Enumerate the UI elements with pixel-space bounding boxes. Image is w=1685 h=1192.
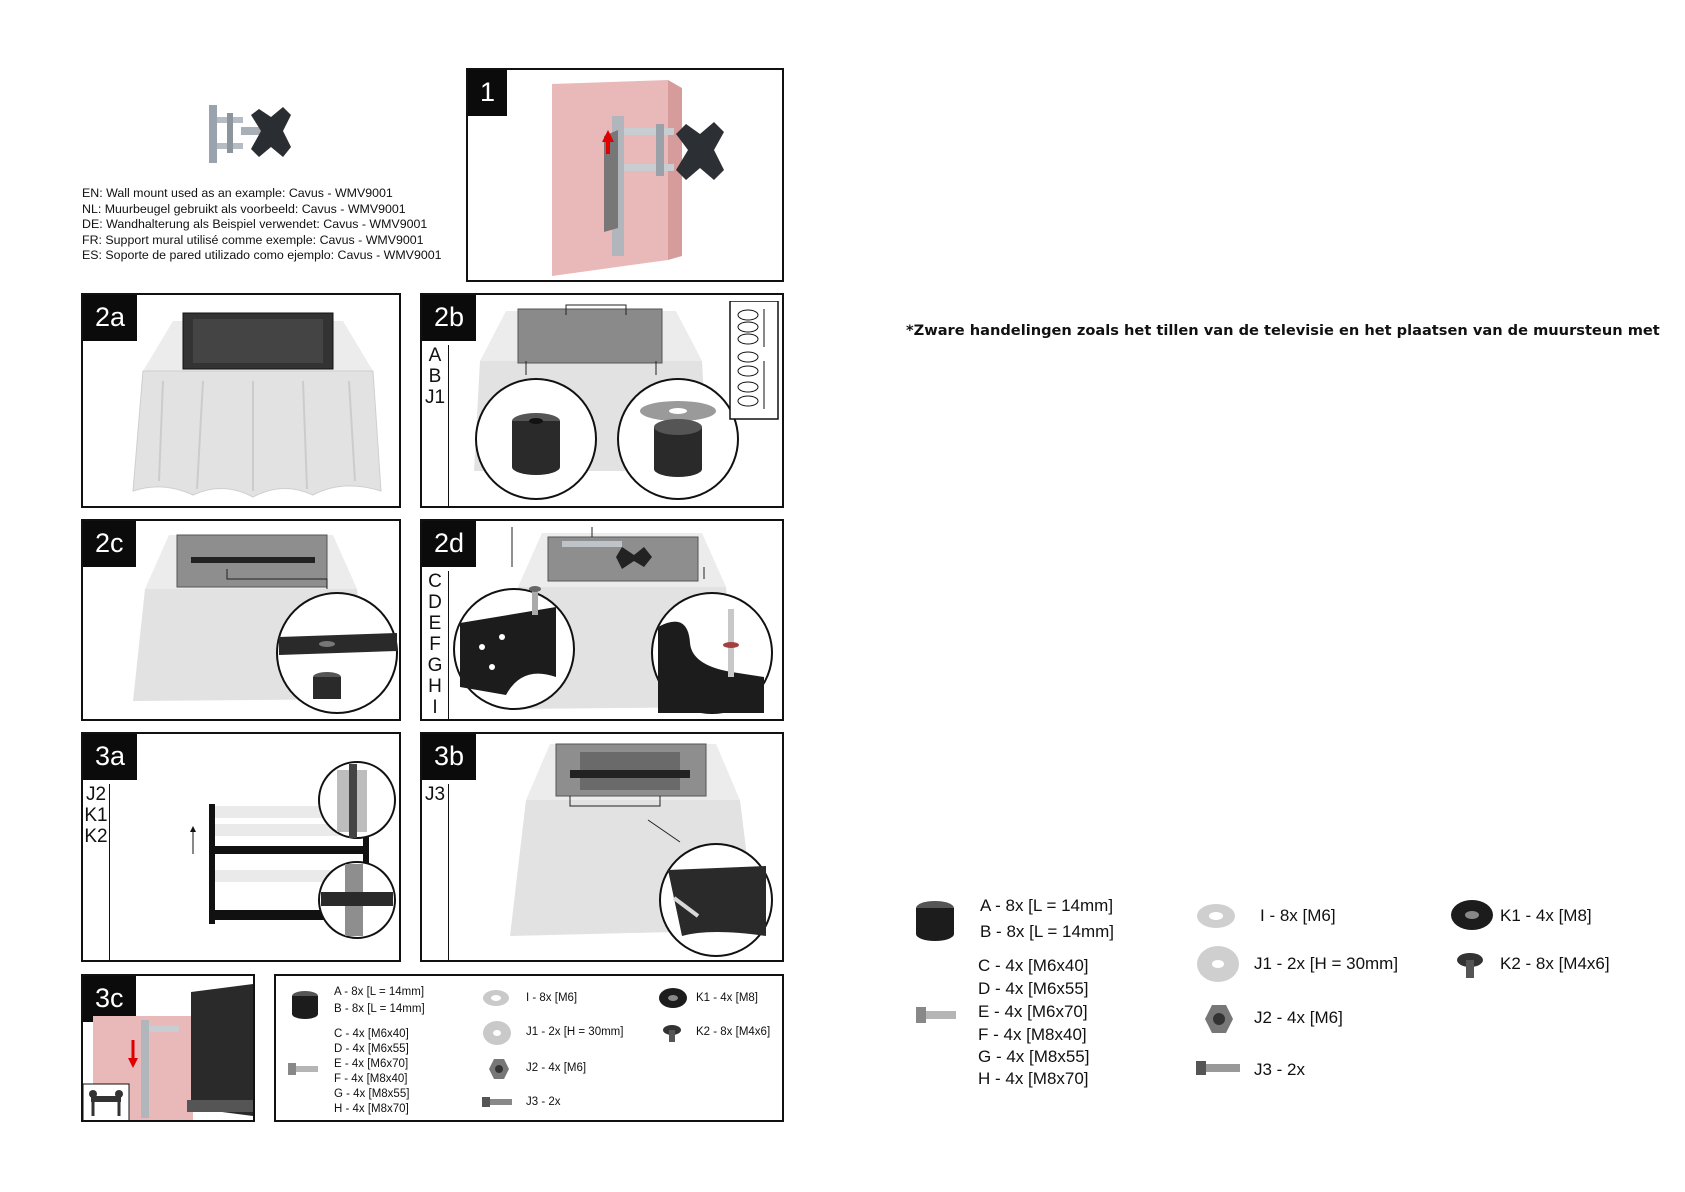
step-2a-badge: 2a [83,295,138,341]
part-d-label: D - 4x [M6x55] [334,1043,409,1055]
part-j1-label: J1 - 2x [H = 30mm] [526,1026,624,1038]
step-2b-panel: 2b A B J1 [420,293,784,508]
screw-icon [482,1097,512,1107]
step-3b-parts-list: J3 [422,784,449,960]
parts-list-small: A - 8x [L = 14mm] B - 8x [L = 14mm] C - … [274,974,784,1122]
part-i-label: I - 8x [M6] [526,992,578,1004]
part-a-label: A - 8x [L = 14mm] [334,986,425,998]
letter-j2: J2 [85,784,107,805]
step-3b-badge: 3b [422,734,477,780]
part-h-label: H - 4x [M8x70] [334,1103,409,1115]
bolt-icon [916,1007,956,1023]
large-washer-icon [483,1021,511,1045]
part-j2-label: J2 - 4x [M6] [1254,1008,1343,1027]
part-c-label: C - 4x [M6x40] [978,956,1089,975]
letter-d: D [428,592,442,613]
spacer-icon [292,991,318,1019]
part-e-label: E - 4x [M6x70] [978,1002,1088,1021]
rail-assembly-illustration [190,761,396,939]
step-2c-panel: 2c [81,519,401,721]
part-h-label: H - 4x [M8x70] [978,1069,1089,1088]
line-es: ES: Soporte de pared utilizado como ejem… [82,248,442,262]
part-j2-label: J2 - 4x [M6] [526,1062,587,1074]
rubber-washer-icon [659,988,687,1008]
bracket-on-tv-illustration [133,534,398,714]
secure-bracket-illustration [510,743,773,957]
part-b-label: B - 8x [L = 14mm] [334,1003,425,1015]
part-f-label: F - 4x [M8x40] [978,1025,1087,1044]
letter-a: A [428,345,442,366]
part-d-label: D - 4x [M6x55] [978,979,1089,998]
part-g-label: G - 4x [M8x55] [334,1088,410,1100]
bolts-mount-illustration [453,527,773,714]
line-en: EN: Wall mount used as an example: Cavus… [82,186,393,200]
part-i-label: I - 8x [M6] [1260,906,1336,925]
step-2d-parts-list: C D E F G H I [422,571,449,719]
washer-icon [483,990,509,1006]
step-2a-panel: 2a [81,293,401,508]
product-illustration [205,103,295,165]
step-2d-panel: 2d C D E F G H I [420,519,784,721]
step-3a-parts-list: J2 K1 K2 [83,784,110,960]
part-k2-label: K2 - 8x [M4x6] [696,1026,771,1038]
part-a-label: A - 8x [L = 14mm] [980,896,1114,915]
letter-h: H [428,676,442,697]
step-3a-badge: 3a [83,734,138,780]
letter-k1: K1 [84,805,108,826]
parts-list-large: A - 8x [L = 14mm] B - 8x [L = 14mm] C - … [900,890,1620,1090]
tv-on-table-illustration [132,312,382,498]
step-2d-badge: 2d [422,521,477,567]
part-c-label: C - 4x [M6x40] [334,1028,409,1040]
rubber-washer-icon [1451,900,1493,930]
spacer-mount-illustration [474,301,779,500]
step-1-panel: 1 [466,68,784,282]
product-description: EN: Wall mount used as an example: Cavus… [82,186,442,264]
part-k1-label: K1 - 4x [M8] [696,992,758,1004]
nut-icon [489,1059,509,1079]
letter-c: C [428,571,442,592]
step-3c-panel: 3c [81,974,255,1122]
part-j3-label: J3 - 2x [1254,1060,1306,1079]
bolt-icon [288,1063,318,1075]
letter-f: F [429,634,441,655]
letter-e: E [428,613,442,634]
step-3a-panel: 3a J2 K1 K2 [81,732,401,962]
warning-notice: *Zware handelingen zoals het tillen van … [906,322,1660,339]
part-g-label: G - 4x [M8x55] [978,1047,1090,1066]
spacer-icon [916,901,954,941]
letter-j1: J1 [424,387,446,408]
part-e-label: E - 4x [M6x70] [334,1058,409,1070]
line-nl: NL: Muurbeugel gebruikt als voorbeeld: C… [82,201,406,216]
letter-i: I [432,697,438,718]
nut-icon [1205,1005,1233,1033]
large-washer-icon [1197,946,1239,982]
part-j3-label: J3 - 2x [526,1096,561,1108]
step-3c-badge: 3c [83,976,136,1022]
step-2b-badge: 2b [422,295,477,341]
hang-tv-illustration [83,984,253,1120]
part-b-label: B - 8x [L = 14mm] [980,922,1114,941]
step-3b-panel: 3b J3 [420,732,784,962]
wall-mount-illustration [552,80,724,276]
line-de: DE: Wandhalterung als Beispiel verwendet… [82,217,428,231]
screw-icon [1196,1061,1240,1075]
step-2c-badge: 2c [83,521,136,567]
letter-g: G [427,655,443,676]
letter-j3: J3 [424,784,446,805]
part-k2-label: K2 - 8x [M4x6] [1500,954,1610,973]
line-fr: FR: Support mural utilisé comme exemple:… [82,232,424,247]
letter-b: B [428,366,442,387]
lifting-people-icon [83,1083,130,1120]
wall-mount-icon [209,105,291,163]
step-2b-parts-list: A B J1 [422,345,449,506]
flat-screw-icon [663,1025,681,1042]
part-k1-label: K1 - 4x [M8] [1500,906,1592,925]
part-f-label: F - 4x [M8x40] [334,1073,408,1085]
flat-screw-icon [1457,953,1483,978]
part-j1-label: J1 - 2x [H = 30mm] [1254,954,1399,973]
washer-icon [1197,904,1235,928]
step-1-badge: 1 [468,70,508,116]
letter-k2: K2 [84,826,108,847]
